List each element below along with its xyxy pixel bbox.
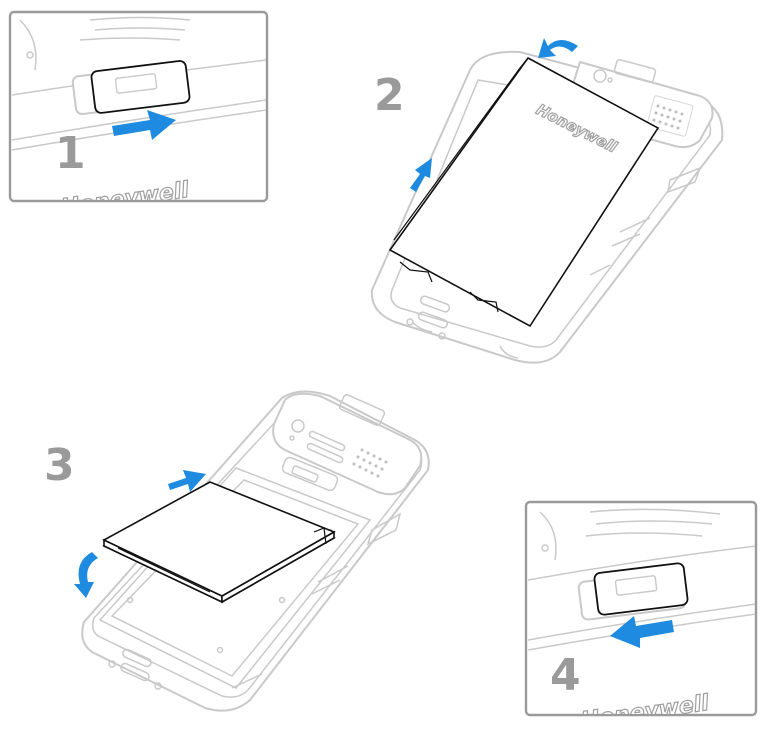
battery-latch [71, 60, 191, 115]
speaker-grille [646, 95, 694, 137]
step-4-inset: Honeywell 4 [524, 500, 758, 717]
slide-right-arrow [112, 110, 176, 140]
step-4-number: 4 [550, 650, 581, 701]
step-2-battery: Honeywell [388, 56, 660, 328]
step-3-battery [102, 481, 336, 604]
lift-up-arrow [410, 158, 432, 192]
step-2-illustration: 2 [370, 38, 724, 364]
step-1-inset: Honeywell 1 [8, 10, 269, 203]
battery-latch [577, 562, 689, 621]
speaker-grille [352, 448, 388, 478]
slide-left-arrow [610, 616, 674, 648]
step-3-illustration: 3 [44, 390, 430, 712]
step-2-number: 2 [374, 70, 405, 121]
press-down-curved-arrow [74, 552, 98, 598]
step-3-number: 3 [44, 440, 75, 491]
lift-curved-arrow [538, 38, 578, 58]
step-1-number: 1 [55, 128, 86, 179]
insert-right-arrow [168, 470, 206, 492]
